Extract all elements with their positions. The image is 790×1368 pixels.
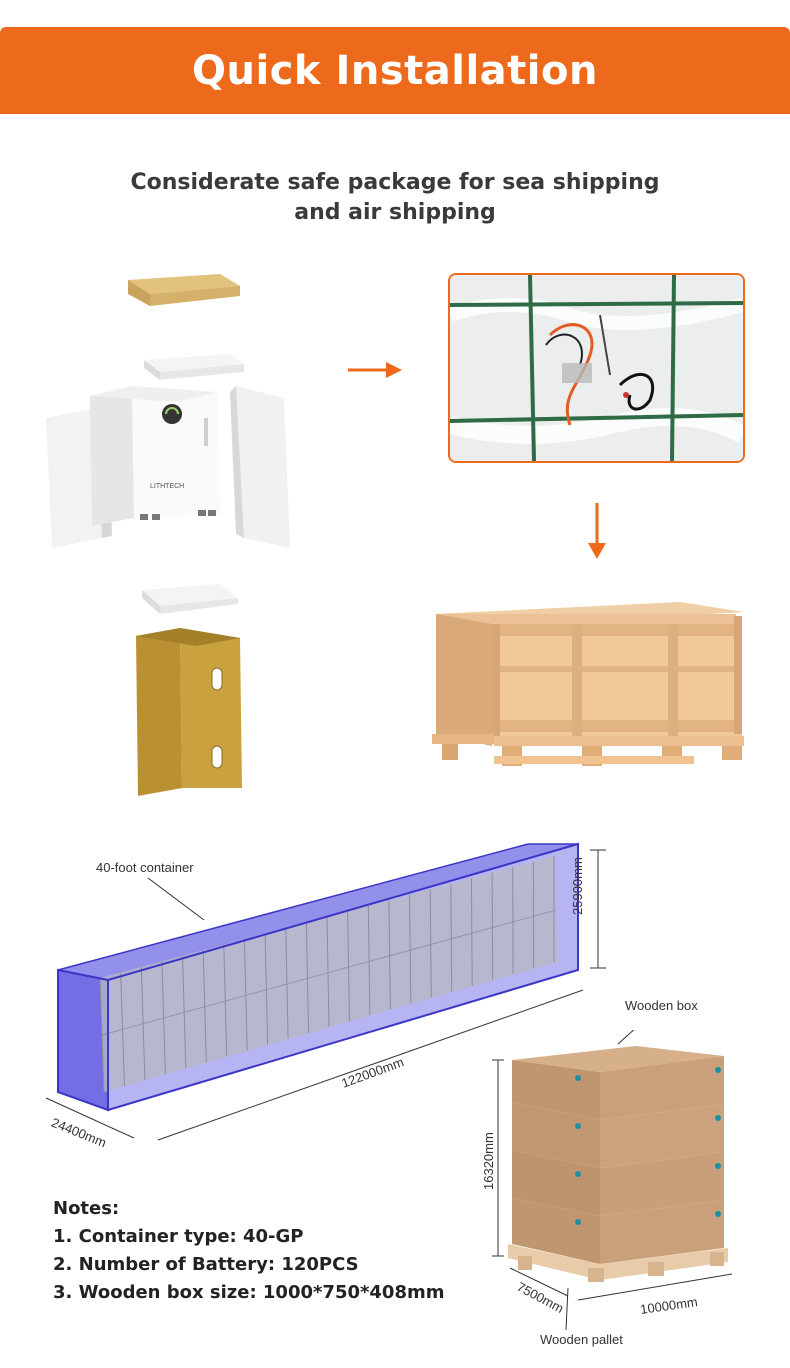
- notes-section: Notes: 1. Container type: 40-GP 2. Numbe…: [53, 1195, 473, 1307]
- battery-column-line: [470, 878, 473, 986]
- note-item: 1. Container type: 40-GP: [53, 1226, 304, 1247]
- battery-column-line: [429, 889, 432, 998]
- battery-column-line: [388, 900, 391, 1010]
- arrow-right-icon: [348, 362, 402, 378]
- battery-column-line: [305, 922, 310, 1033]
- battery-column-line: [99, 977, 105, 1093]
- subtitle-line-2: and air shipping: [294, 200, 496, 225]
- battery-column-line: [367, 905, 371, 1016]
- cardboard-sleeve: [136, 628, 242, 796]
- battery-column-line: [182, 955, 187, 1069]
- bottom-foam: [142, 584, 238, 614]
- package-contents-photo: [448, 273, 745, 463]
- battery-device: LITHTECH: [90, 386, 220, 526]
- note-item: 3. Wooden box size: 1000*750*408mm: [53, 1282, 445, 1303]
- battery-column-line: [450, 883, 453, 992]
- subtitle: Considerate safe package for sea shippin…: [0, 168, 790, 228]
- battery-column-line: [120, 972, 125, 1087]
- box-3: [512, 1150, 724, 1216]
- wooden-box-height-label: 16320mm: [481, 1132, 496, 1190]
- battery-grid: [100, 856, 558, 1092]
- top-foam: [144, 354, 244, 380]
- brand-label: LITHTECH: [150, 483, 184, 490]
- battery-grid-lines: [99, 856, 555, 1093]
- battery-column-line: [140, 966, 146, 1081]
- battery-column-line: [347, 911, 350, 1022]
- box-4: [512, 1198, 724, 1264]
- battery-column-line: [409, 894, 412, 1004]
- battery-column-line: [202, 950, 207, 1063]
- battery-column-line: [161, 961, 166, 1075]
- container-label: 40-foot container: [96, 860, 194, 875]
- battery-column-line: [243, 939, 248, 1051]
- cardboard-lid: [128, 274, 240, 306]
- exploded-package-illustration: LITHTECH: [46, 274, 290, 796]
- right-side-foam: [230, 386, 290, 548]
- cardboard-stack-illustration: [492, 1030, 733, 1330]
- battery-column-line: [285, 928, 289, 1039]
- wooden-pallet-label: Wooden pallet: [540, 1332, 623, 1347]
- accessories-illustration: [450, 275, 743, 461]
- subtitle-line-1: Considerate safe package for sea shippin…: [130, 170, 660, 195]
- battery-column-line: [326, 916, 330, 1028]
- container-height-label: 25900mm: [570, 857, 585, 915]
- wooden-crate-illustration: [432, 602, 744, 766]
- notes-title: Notes:: [53, 1198, 120, 1219]
- battery-column-line: [491, 872, 494, 980]
- header-banner: Quick Installation: [0, 27, 790, 114]
- battery-column-line: [264, 933, 269, 1045]
- shipping-container-illustration: [45, 842, 606, 1141]
- note-item: 2. Number of Battery: 120PCS: [53, 1254, 359, 1275]
- page-title: Quick Installation: [192, 47, 598, 94]
- arrow-down-icon: [588, 503, 606, 559]
- battery-column-line: [223, 944, 228, 1057]
- wooden-box-label: Wooden box: [625, 998, 698, 1013]
- box-2: [512, 1102, 724, 1168]
